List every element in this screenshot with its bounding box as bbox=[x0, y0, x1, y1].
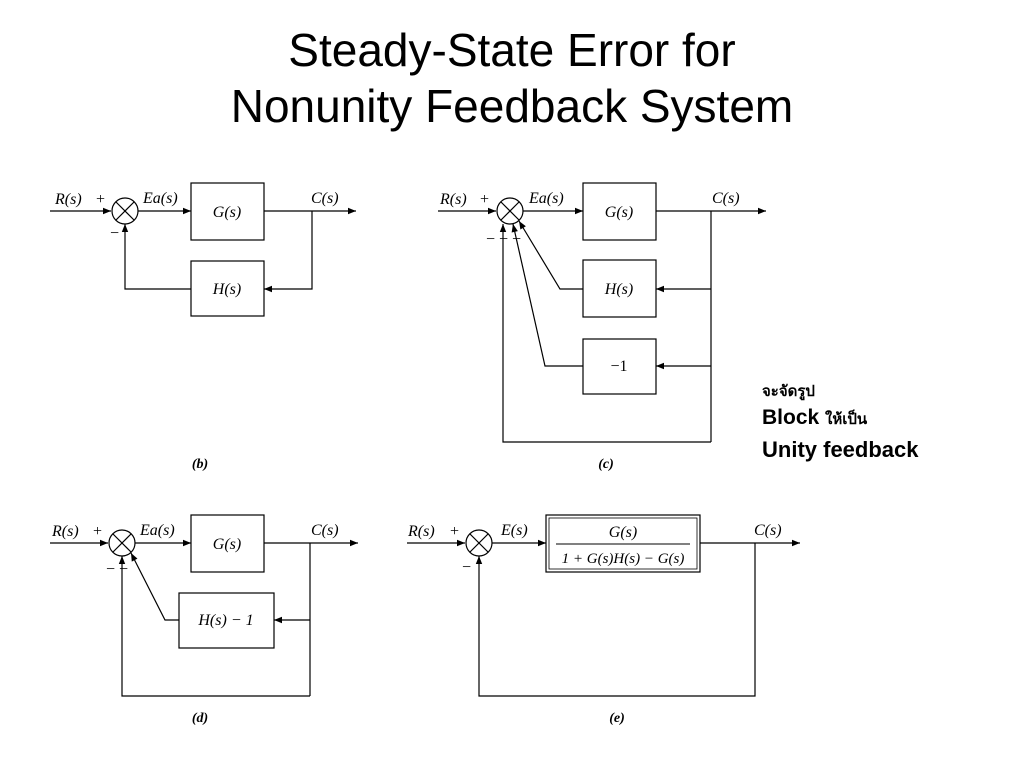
d-summing-junction bbox=[108, 529, 136, 557]
slide-title: Steady-State Error for Nonunity Feedback… bbox=[0, 22, 1024, 134]
diagram-c-labels: R(s) + − − − Ea(s) G(s) H(s) −1 C(s) (c) bbox=[439, 190, 740, 472]
b-output-label: C(s) bbox=[311, 190, 339, 207]
b-plus-sign: + bbox=[96, 191, 105, 208]
diagram-c bbox=[438, 182, 766, 443]
e-numerator-label: G(s) bbox=[609, 524, 637, 541]
title-line-2: Nonunity Feedback System bbox=[230, 80, 794, 132]
c-unity-return bbox=[499, 224, 711, 443]
e-plus-sign: + bbox=[450, 523, 459, 540]
d-unity-return bbox=[118, 556, 310, 697]
note-line-3: Unity feedback bbox=[762, 437, 919, 462]
c-forward-label: G(s) bbox=[605, 204, 633, 221]
e-caption: (e) bbox=[609, 711, 625, 726]
b-feedback-path bbox=[264, 211, 313, 293]
e-output-label: C(s) bbox=[754, 522, 782, 539]
d-output-label: C(s) bbox=[311, 522, 339, 539]
note-block-word: Block bbox=[762, 406, 820, 429]
diagram-b-labels: R(s) + − Ea(s) G(s) H(s) C(s) (b) bbox=[54, 190, 339, 472]
d-input-label: R(s) bbox=[51, 523, 79, 540]
e-forward-block-inner bbox=[548, 517, 698, 570]
diagram-b bbox=[50, 182, 356, 317]
c-feedback2-label: −1 bbox=[610, 358, 627, 375]
c-output-label: C(s) bbox=[712, 190, 740, 207]
c-caption: (c) bbox=[598, 457, 614, 472]
e-unity-return bbox=[475, 543, 756, 697]
b-forward-label: G(s) bbox=[213, 204, 241, 221]
c-plus-sign: + bbox=[480, 191, 489, 208]
d-plus-sign: + bbox=[93, 523, 102, 540]
b-minus-sign: − bbox=[110, 225, 119, 242]
diagram-e-labels: R(s) + − E(s) G(s) 1 + G(s)H(s) − G(s) C… bbox=[407, 522, 782, 726]
c-summing-junction bbox=[496, 197, 524, 225]
e-error-label: E(s) bbox=[500, 522, 528, 539]
e-denominator-label: 1 + G(s)H(s) − G(s) bbox=[562, 551, 685, 567]
c-minus-signs: − − − bbox=[486, 231, 521, 248]
d-caption: (d) bbox=[192, 711, 208, 726]
note-line-1: จะจัดรูป bbox=[762, 382, 815, 400]
c-feedback1-return bbox=[518, 220, 583, 290]
c-input-label: R(s) bbox=[439, 191, 467, 208]
c-feedback1-label: H(s) bbox=[604, 281, 633, 298]
b-feedback-label: H(s) bbox=[212, 281, 241, 298]
b-input-label: R(s) bbox=[54, 191, 82, 208]
e-summing-junction bbox=[465, 529, 493, 557]
d-feedback-return bbox=[130, 552, 179, 621]
d-forward-label: G(s) bbox=[213, 536, 241, 553]
d-feedback-label: H(s) − 1 bbox=[197, 612, 253, 629]
e-minus-sign: − bbox=[462, 559, 471, 576]
b-error-label: Ea(s) bbox=[142, 190, 178, 207]
c-feedback2-return bbox=[511, 223, 583, 367]
b-return-path bbox=[121, 224, 191, 290]
diagram-e bbox=[407, 514, 800, 697]
title-line-1: Steady-State Error for bbox=[288, 24, 736, 76]
d-minus-signs: − − bbox=[106, 561, 128, 578]
d-error-label: Ea(s) bbox=[139, 522, 175, 539]
diagram-d-labels: R(s) + − − Ea(s) G(s) H(s) − 1 C(s) (d) bbox=[51, 522, 339, 726]
diagram-d bbox=[50, 514, 358, 697]
e-input-label: R(s) bbox=[407, 523, 435, 540]
b-summing-junction bbox=[111, 197, 139, 225]
b-caption: (b) bbox=[192, 457, 208, 472]
note-thai-word: ให้เป็น bbox=[825, 410, 868, 428]
note-line-2: Block ให้เป็น bbox=[762, 402, 1012, 435]
c-error-label: Ea(s) bbox=[528, 190, 564, 207]
unity-feedback-note: จะจัดรูป Block ให้เป็น Unity feedback bbox=[762, 380, 1012, 465]
